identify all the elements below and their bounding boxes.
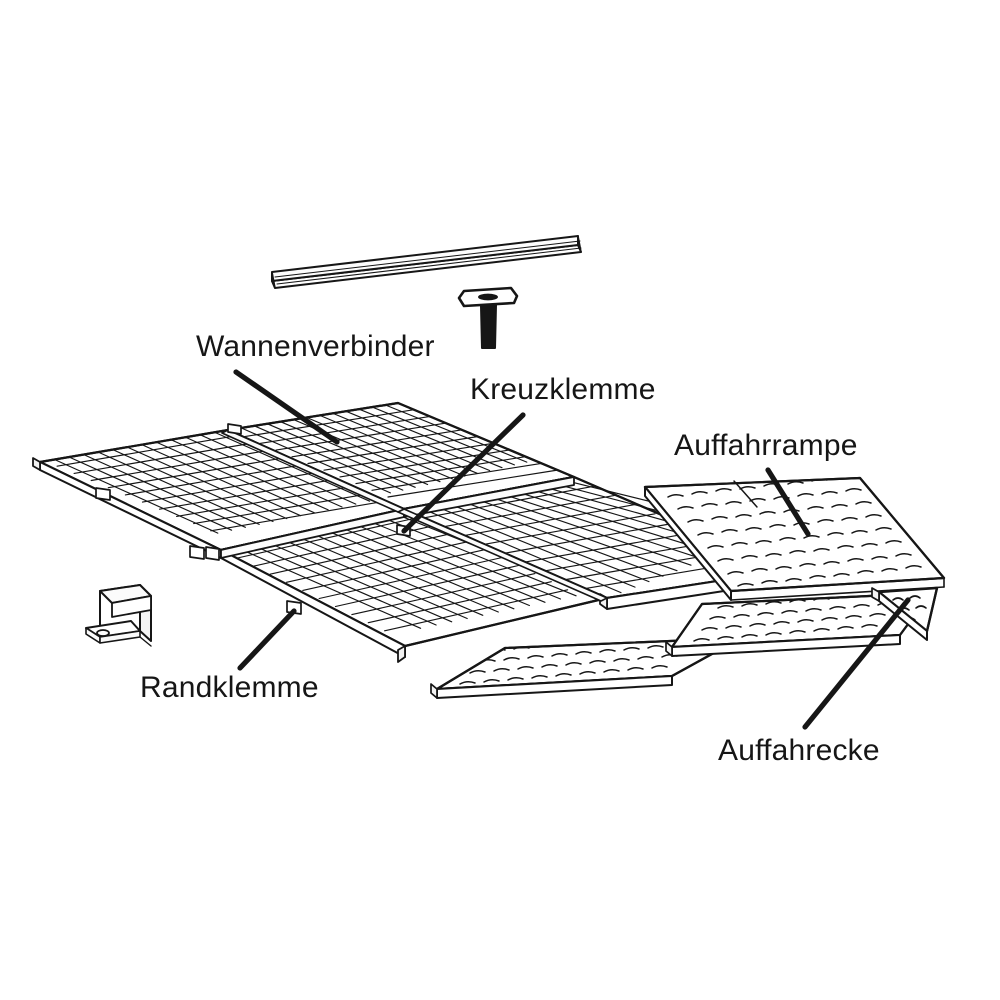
edge-clamp-marker bbox=[95, 423, 411, 615]
label-auffahrrampe: Auffahrrampe bbox=[674, 429, 858, 462]
wannenverbinder-bar bbox=[271, 235, 582, 289]
leader-wannenverbinder bbox=[233, 369, 340, 445]
label-kreuzklemme: Kreuzklemme bbox=[470, 373, 656, 406]
leader-kreuzklemme bbox=[401, 412, 526, 534]
leader-lines bbox=[233, 369, 911, 730]
labels: Wannenverbinder Kreuzklemme Auffahrrampe… bbox=[140, 330, 880, 767]
auffahrrampe-lower-b bbox=[665, 591, 933, 657]
auffahrrampe-upper bbox=[643, 476, 946, 601]
label-auffahrecke: Auffahrecke bbox=[718, 734, 880, 767]
label-randklemme: Randklemme bbox=[140, 671, 319, 704]
grid-platform bbox=[32, 401, 791, 663]
auffahrecke-corner bbox=[871, 586, 939, 641]
leader-auffahrecke bbox=[802, 597, 911, 730]
panel-seam-rail bbox=[220, 429, 608, 602]
kreuzklemme-pin bbox=[457, 286, 519, 349]
leader-randklemme bbox=[237, 608, 297, 671]
label-wannenverbinder: Wannenverbinder bbox=[196, 330, 435, 363]
randklemme-bracket bbox=[85, 584, 152, 647]
leader-auffahrrampe bbox=[765, 467, 811, 537]
